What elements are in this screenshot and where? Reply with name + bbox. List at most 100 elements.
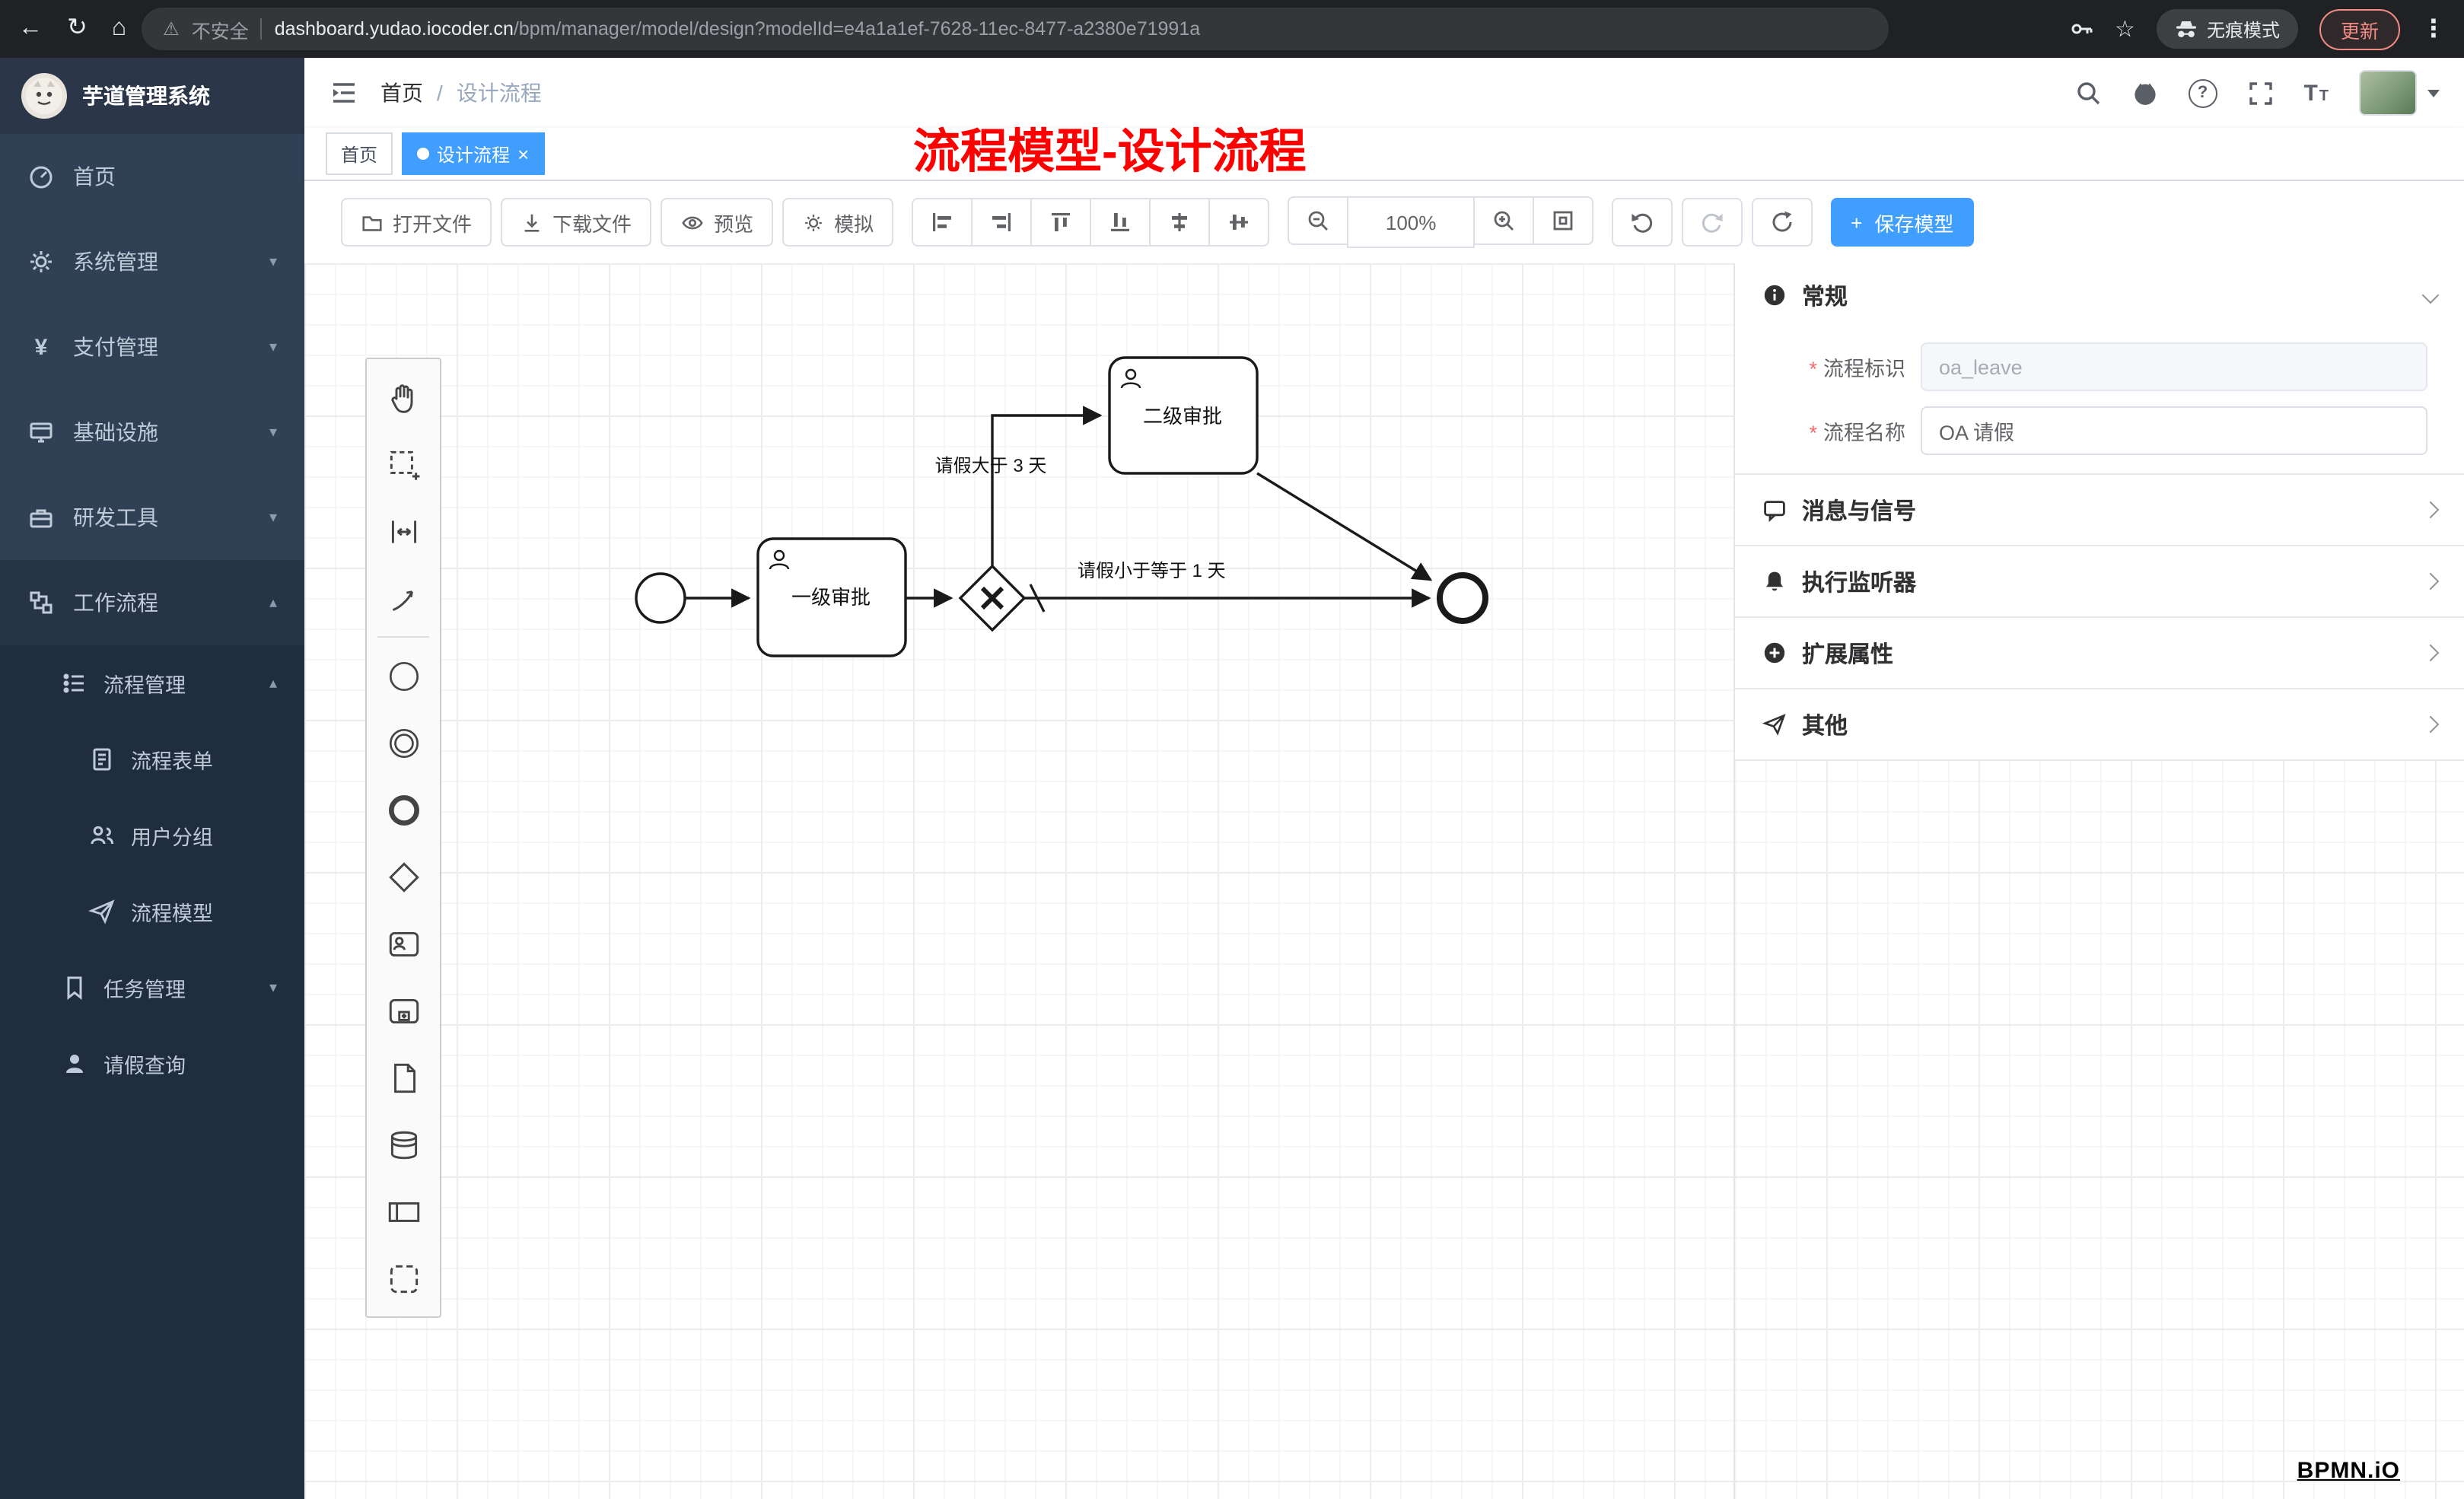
- task-level1-approval[interactable]: 一级审批: [756, 537, 907, 657]
- zoom-out-button[interactable]: [1288, 196, 1349, 245]
- palette-create-end-event[interactable]: [370, 776, 437, 843]
- paper-plane-icon: [88, 899, 115, 925]
- flow-label-gt3[interactable]: 请假大于 3 天: [935, 456, 1047, 476]
- security-label[interactable]: 不安全: [191, 21, 249, 42]
- button-label: 下载文件: [552, 212, 632, 235]
- key-icon[interactable]: [2069, 17, 2093, 41]
- simulate-button[interactable]: 模拟: [782, 198, 894, 247]
- bpmn-canvas[interactable]: 请假大于 3 天 请假小于等于 1 天 一级审批: [304, 263, 2464, 1499]
- palette-create-task[interactable]: [370, 1044, 437, 1111]
- task-level2-approval[interactable]: 二级审批: [1108, 356, 1259, 475]
- palette-create-start-event[interactable]: [370, 642, 437, 709]
- sidebar-item-home[interactable]: 首页: [0, 134, 304, 219]
- github-icon[interactable]: [2131, 80, 2157, 106]
- home-icon[interactable]: ⌂: [111, 15, 127, 41]
- process-name-input[interactable]: [1921, 406, 2427, 455]
- save-model-button[interactable]: 保存模型: [1831, 198, 1974, 247]
- flow-task2-to-end[interactable]: [1256, 472, 1433, 581]
- sidebar-item-infra[interactable]: 基础设施: [0, 390, 304, 475]
- start-event[interactable]: [635, 572, 686, 624]
- fullscreen-icon[interactable]: [2247, 80, 2273, 106]
- zoom-in-button[interactable]: [1473, 196, 1535, 245]
- eye-icon: [682, 215, 703, 229]
- sidebar-item-task-mgmt[interactable]: 任务管理: [0, 950, 304, 1026]
- palette-create-gateway[interactable]: [370, 843, 437, 910]
- collapse-sidebar-icon[interactable]: [329, 78, 359, 108]
- section-other-header[interactable]: 其他: [1735, 689, 2464, 759]
- sidebar-item-label: 系统管理: [73, 250, 158, 274]
- palette-create-intermediate-event[interactable]: [370, 709, 437, 776]
- sidebar-item-label: 流程管理: [103, 674, 186, 697]
- sidebar-item-process-form[interactable]: 流程表单: [0, 721, 304, 797]
- address-bar[interactable]: 不安全 dashboard.yudao.iocoder.cn/bpm/manag…: [142, 8, 1889, 50]
- logo-row[interactable]: 芋道管理系统: [0, 58, 304, 134]
- open-file-button[interactable]: 打开文件: [341, 198, 492, 247]
- palette-create-subprocess[interactable]: [370, 977, 437, 1044]
- info-icon: [1764, 285, 1785, 306]
- preview-button[interactable]: 预览: [661, 198, 774, 247]
- button-label: 打开文件: [393, 212, 473, 235]
- section-general-header[interactable]: 常规: [1735, 263, 2464, 327]
- tag-design-process[interactable]: 设计流程: [402, 132, 545, 175]
- flow-gateway-to-task2[interactable]: [991, 406, 1103, 566]
- palette-create-user-task[interactable]: [370, 910, 437, 977]
- end-event[interactable]: [1437, 572, 1488, 624]
- align-right-button[interactable]: [971, 198, 1033, 247]
- update-button[interactable]: 更新: [2319, 8, 2400, 49]
- user-avatar-menu[interactable]: [2359, 70, 2440, 116]
- section-extended-props-header[interactable]: 扩展属性: [1735, 618, 2464, 688]
- breadcrumb-home[interactable]: 首页: [380, 81, 423, 105]
- browser-menu-icon[interactable]: [2421, 14, 2446, 44]
- align-top-button[interactable]: [1030, 198, 1092, 247]
- section-execution-listener-header[interactable]: 执行监听器: [1735, 546, 2464, 616]
- back-icon[interactable]: ←: [18, 15, 43, 41]
- align-bottom-icon: [1111, 213, 1130, 231]
- palette-create-participant[interactable]: [370, 1178, 437, 1245]
- sidebar-item-system[interactable]: 系统管理: [0, 219, 304, 304]
- redo-button[interactable]: [1682, 198, 1743, 247]
- palette-global-connect-tool[interactable]: [370, 565, 437, 632]
- sidebar-item-leave-query[interactable]: 请假查询: [0, 1026, 304, 1102]
- download-file-button[interactable]: 下载文件: [501, 198, 652, 247]
- bookmark-star-icon[interactable]: [2115, 15, 2135, 43]
- zoom-reset-button[interactable]: [1533, 196, 1594, 245]
- palette-create-group[interactable]: [370, 1245, 437, 1312]
- align-bottom-button[interactable]: [1090, 198, 1151, 247]
- reload-icon[interactable]: ↻: [67, 15, 88, 41]
- align-left-button[interactable]: [912, 198, 973, 247]
- undo-button[interactable]: [1612, 198, 1673, 247]
- align-center-h-button[interactable]: [1149, 198, 1211, 247]
- sidebar-item-label: 流程表单: [131, 750, 213, 773]
- palette-create-data-store[interactable]: [370, 1111, 437, 1178]
- font-size-icon[interactable]: [2303, 80, 2329, 106]
- url-path: /bpm/manager/model/design?modelId=e4a1a1…: [513, 18, 1201, 40]
- close-icon[interactable]: [517, 144, 529, 164]
- tag-home[interactable]: 首页: [326, 132, 393, 175]
- bpmn-io-watermark[interactable]: BPMN.iO: [2297, 1458, 2400, 1484]
- browser-chrome: ← ↻ ⌂ 不安全 dashboard.yudao.iocoder.cn/bpm…: [0, 0, 2464, 58]
- palette-lasso-tool[interactable]: [370, 431, 437, 498]
- chevron-right-icon: [2421, 644, 2440, 662]
- sidebar-item-workflow[interactable]: 工作流程: [0, 560, 304, 645]
- sidebar-item-process-mgmt[interactable]: 流程管理: [0, 645, 304, 721]
- section-message-signal-header[interactable]: 消息与信号: [1735, 475, 2464, 545]
- search-icon[interactable]: [2075, 80, 2101, 106]
- question-icon[interactable]: [2188, 78, 2217, 107]
- restart-button[interactable]: [1752, 198, 1813, 247]
- sidebar-item-label: 任务管理: [103, 979, 186, 1001]
- palette-hand-tool[interactable]: [370, 364, 437, 431]
- sidebar-item-user-group[interactable]: 用户分组: [0, 797, 304, 874]
- exclusive-gateway[interactable]: [958, 564, 1027, 632]
- chevron-down-icon: [2421, 286, 2440, 304]
- sidebar-item-process-model[interactable]: 流程模型: [0, 874, 304, 950]
- space-tool-icon: [390, 520, 416, 543]
- sidebar-item-devtools[interactable]: 研发工具: [0, 475, 304, 560]
- chevron-up-icon: [269, 675, 277, 692]
- section-title: 扩展属性: [1802, 641, 1894, 667]
- app-title: 芋道管理系统: [82, 84, 210, 108]
- palette-space-tool[interactable]: [370, 498, 437, 565]
- flow-label-le1[interactable]: 请假小于等于 1 天: [1078, 561, 1226, 581]
- align-center-v-button[interactable]: [1208, 198, 1270, 247]
- sidebar-item-payment[interactable]: ¥ 支付管理: [0, 304, 304, 390]
- task2-label: 二级审批: [1143, 405, 1222, 428]
